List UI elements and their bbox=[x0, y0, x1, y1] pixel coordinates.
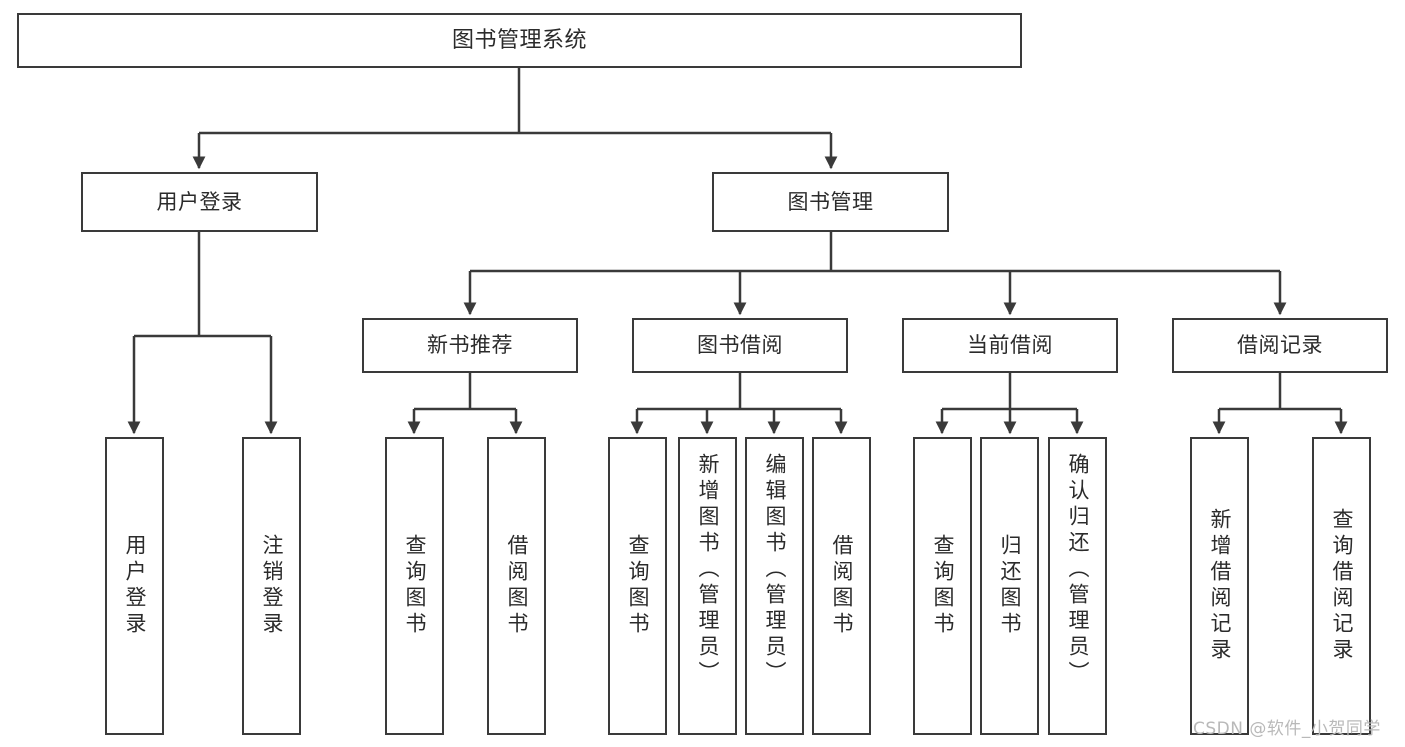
node-leaf-add-book[interactable]: 新增图书（管理员） bbox=[678, 437, 737, 735]
node-current-borrow-label: 当前借阅 bbox=[967, 333, 1053, 358]
node-leaf-user-login[interactable]: 用户登录 bbox=[105, 437, 164, 735]
node-leaf-borrow-book-2[interactable]: 借阅图书 bbox=[812, 437, 871, 735]
node-leaf-query-book-3[interactable]: 查询图书 bbox=[913, 437, 972, 735]
node-leaf-edit-book[interactable]: 编辑图书（管理员） bbox=[745, 437, 804, 735]
node-leaf-user-logout[interactable]: 注销登录 bbox=[242, 437, 301, 735]
node-leaf-query-book-2-label: 查询图书 bbox=[626, 534, 650, 638]
csdn-watermark: CSDN @软件_小贺同学 bbox=[1193, 719, 1381, 739]
node-leaf-query-book-1-label: 查询图书 bbox=[403, 534, 427, 638]
node-new-book-rec-label: 新书推荐 bbox=[427, 333, 513, 358]
node-book-manage-label: 图书管理 bbox=[787, 189, 874, 214]
node-root-label: 图书管理系统 bbox=[451, 27, 587, 53]
node-leaf-add-record[interactable]: 新增借阅记录 bbox=[1190, 437, 1249, 735]
node-borrow-record[interactable]: 借阅记录 bbox=[1172, 318, 1388, 373]
node-borrow-record-label: 借阅记录 bbox=[1237, 333, 1323, 358]
node-leaf-return-book[interactable]: 归还图书 bbox=[980, 437, 1039, 735]
node-book-borrow[interactable]: 图书借阅 bbox=[632, 318, 848, 373]
node-user-login[interactable]: 用户登录 bbox=[81, 172, 318, 232]
node-book-borrow-label: 图书借阅 bbox=[697, 333, 783, 358]
node-leaf-query-book-3-label: 查询图书 bbox=[931, 534, 955, 638]
node-current-borrow[interactable]: 当前借阅 bbox=[902, 318, 1118, 373]
node-leaf-confirm-return-label: 确认归还（管理员） bbox=[1066, 453, 1090, 687]
node-leaf-borrow-book-1[interactable]: 借阅图书 bbox=[487, 437, 546, 735]
node-leaf-confirm-return[interactable]: 确认归还（管理员） bbox=[1048, 437, 1107, 735]
node-leaf-user-logout-label: 注销登录 bbox=[260, 534, 284, 638]
node-leaf-query-book-1[interactable]: 查询图书 bbox=[385, 437, 444, 735]
node-leaf-borrow-book-1-label: 借阅图书 bbox=[505, 534, 529, 638]
node-leaf-user-login-label: 用户登录 bbox=[123, 534, 147, 638]
node-leaf-query-record[interactable]: 查询借阅记录 bbox=[1312, 437, 1371, 735]
node-leaf-add-record-label: 新增借阅记录 bbox=[1208, 508, 1232, 664]
node-leaf-return-book-label: 归还图书 bbox=[998, 534, 1022, 638]
node-leaf-add-book-label: 新增图书（管理员） bbox=[696, 453, 720, 687]
node-leaf-query-book-2[interactable]: 查询图书 bbox=[608, 437, 667, 735]
node-user-login-label: 用户登录 bbox=[156, 189, 243, 214]
node-book-manage[interactable]: 图书管理 bbox=[712, 172, 949, 232]
node-leaf-borrow-book-2-label: 借阅图书 bbox=[830, 534, 854, 638]
node-new-book-rec[interactable]: 新书推荐 bbox=[362, 318, 578, 373]
node-root[interactable]: 图书管理系统 bbox=[17, 13, 1022, 68]
node-leaf-query-record-label: 查询借阅记录 bbox=[1330, 508, 1354, 664]
node-leaf-edit-book-label: 编辑图书（管理员） bbox=[763, 453, 787, 687]
